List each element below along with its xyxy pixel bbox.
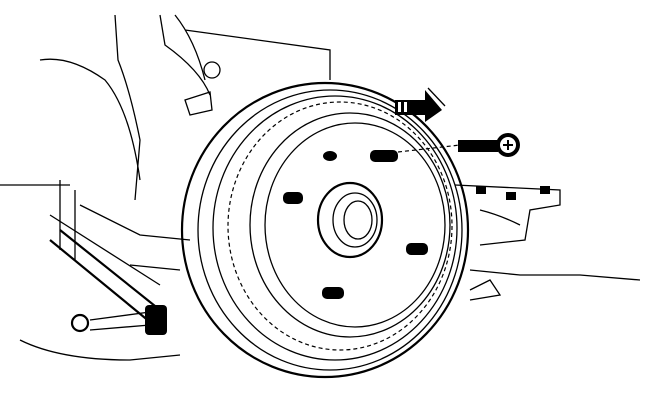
stud (322, 287, 344, 299)
bolt-head (506, 192, 516, 200)
hub (316, 181, 384, 259)
stud (283, 192, 303, 204)
stud (323, 151, 337, 161)
direction-arrow-icon (395, 87, 446, 122)
vehicle-body (0, 14, 331, 361)
screw-hole (370, 150, 398, 162)
bolt-head (540, 186, 550, 194)
stud (406, 243, 428, 255)
bolt-head (476, 186, 486, 194)
brake-drum (180, 81, 470, 379)
wheel-studs (283, 150, 428, 299)
drum-screw (397, 133, 520, 157)
suspension-arm (49, 229, 167, 335)
backing-plate (454, 184, 641, 301)
arm-bushing (145, 305, 167, 335)
